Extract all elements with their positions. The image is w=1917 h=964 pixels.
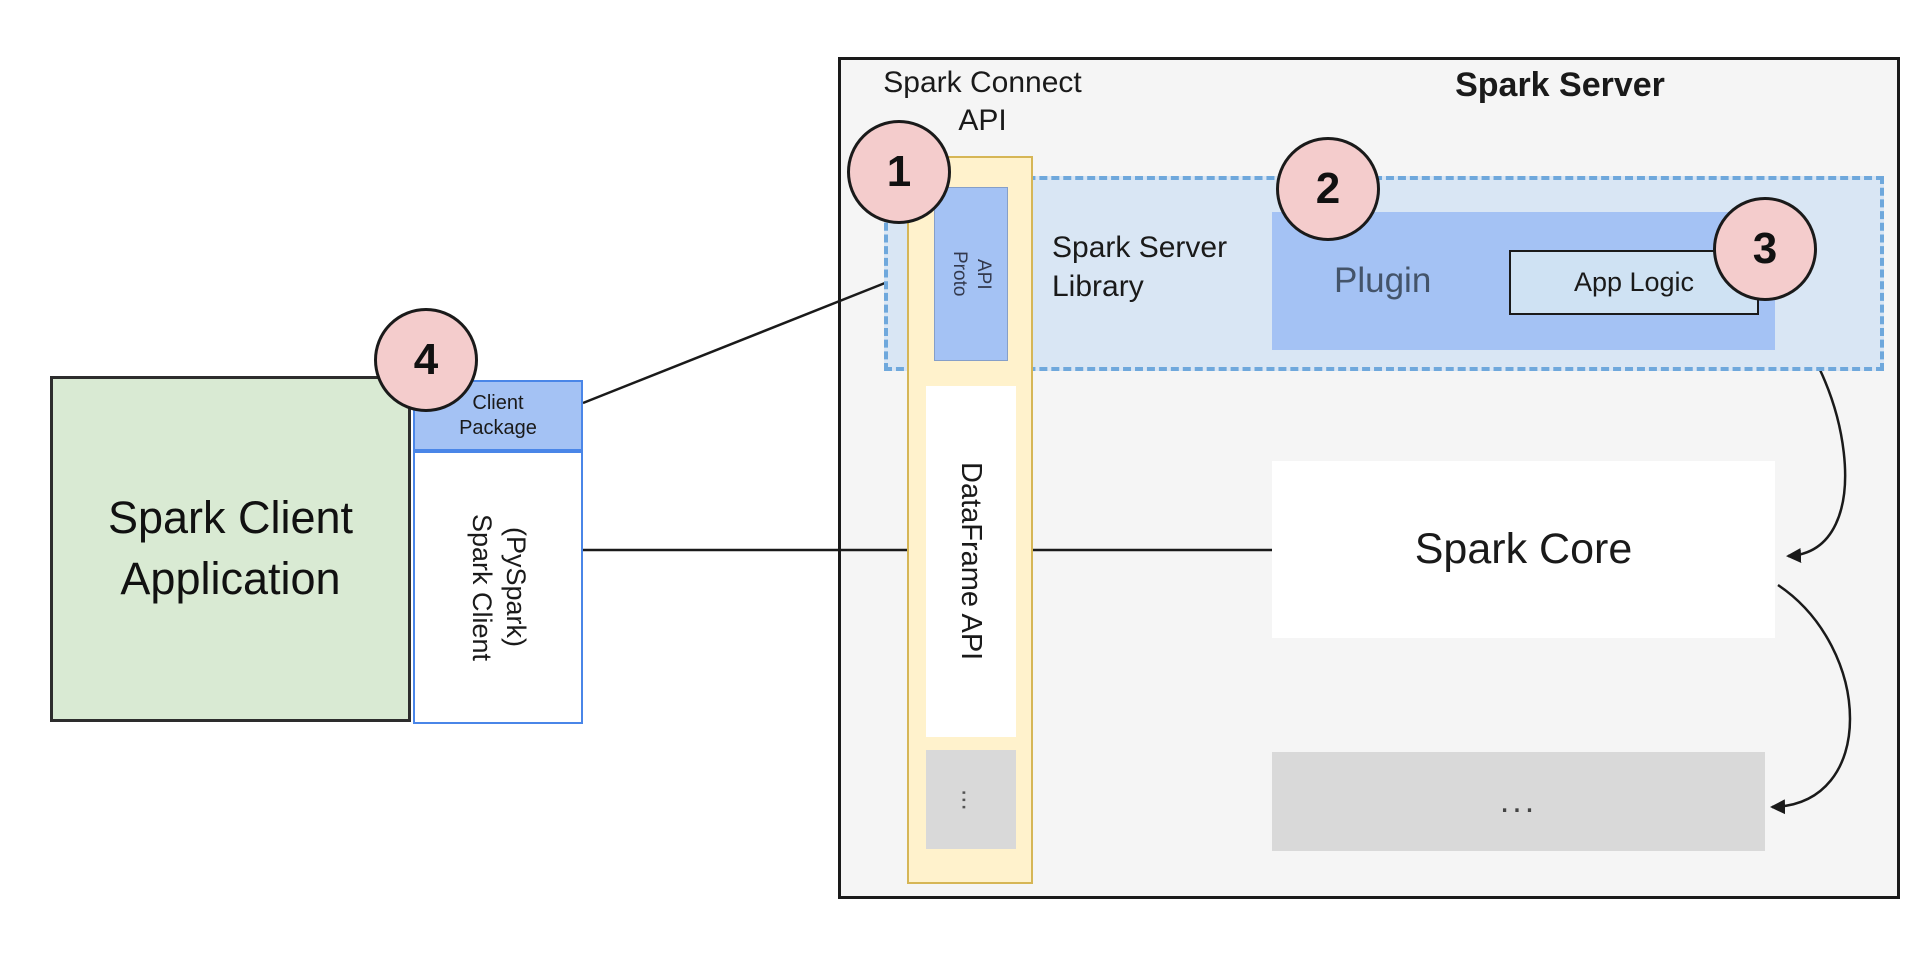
app-logic-label: App Logic <box>1573 267 1695 297</box>
spark-server-library-label: Spark Server Library <box>1052 231 1228 303</box>
api-column-more-label: ... <box>956 788 987 811</box>
spark-client-pyspark-box: Spark Client (PySpark) <box>413 451 583 724</box>
step-badge-2: 2 <box>1276 137 1380 241</box>
spark-client-application-label: Spark Client Application <box>107 492 354 604</box>
spark-core-box: Spark Core <box>1272 461 1775 638</box>
spark-client-pyspark-label: Spark Client (PySpark) <box>467 513 531 662</box>
proto-api-label: Proto API <box>949 251 994 297</box>
spark-connect-api-label: Spark Connect API <box>883 66 1082 137</box>
spark-core-label: Spark Core <box>1414 525 1633 573</box>
dataframe-api-box: DataFrame API <box>926 386 1016 737</box>
proto-api-box: Proto API <box>934 187 1008 361</box>
dataframe-api-label: DataFrame API <box>955 462 988 661</box>
client-package-label: Client Package <box>459 391 537 439</box>
step-badge-4: 4 <box>374 308 478 412</box>
plugin-label: Plugin <box>1334 261 1432 300</box>
spark-server-title: Spark Server <box>1455 66 1665 104</box>
server-more-box: ... <box>1272 752 1765 851</box>
server-more-label: ... <box>1499 782 1538 820</box>
step-badge-3: 3 <box>1713 197 1817 301</box>
step-badge-1: 1 <box>847 120 951 224</box>
api-column-more-box: ... <box>926 750 1016 849</box>
spark-client-application-box: Spark Client Application <box>50 376 411 722</box>
